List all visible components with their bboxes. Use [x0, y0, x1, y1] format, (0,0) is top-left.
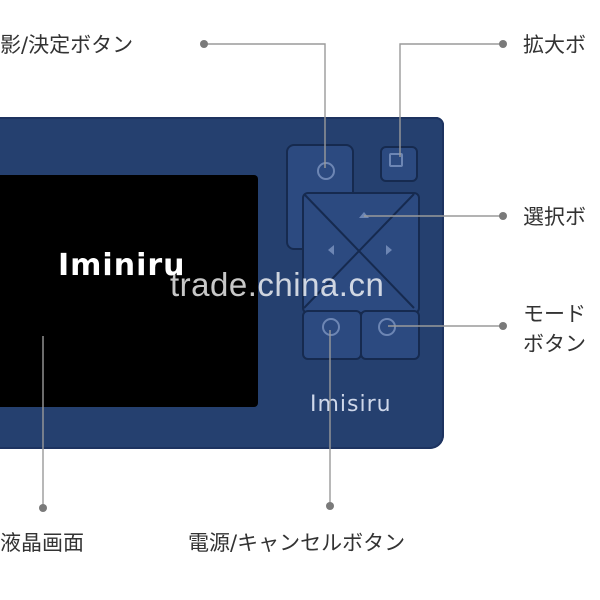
label-shoot-confirm: 影/決定ボタン: [0, 33, 134, 57]
watermark-text: trade.china.cn: [170, 266, 385, 303]
label-lcd: 液晶画面: [0, 531, 84, 555]
label-mode-line1: モード: [523, 302, 586, 326]
body-logo: Imisiru: [310, 392, 392, 417]
zoom-button: [380, 146, 418, 182]
zoom-icon: [389, 153, 403, 167]
power-icon: [322, 318, 340, 336]
mode-icon: [378, 318, 396, 336]
shoot-confirm-icon: [317, 162, 335, 180]
label-select: 選択ボ: [523, 205, 586, 229]
screen-logo: Iminiru: [58, 248, 186, 283]
label-mode-line2: ボタン: [523, 332, 586, 356]
label-power-cancel: 電源/キャンセルボタン: [188, 531, 406, 555]
label-zoom: 拡大ボ: [523, 33, 586, 57]
